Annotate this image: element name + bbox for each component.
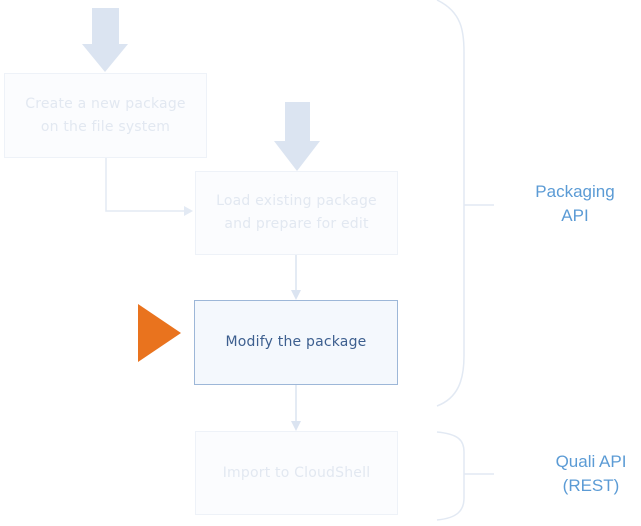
connector-create-to-load xyxy=(105,158,184,212)
step-load-label-line-1: Load existing package xyxy=(216,193,377,209)
quali-api-brace xyxy=(436,431,465,521)
connector-load-to-modify-head xyxy=(291,290,301,300)
step-load-label-line-2: and prepare for edit xyxy=(224,216,369,232)
step-create-label-line-2: on the file system xyxy=(40,118,171,135)
connector-modify-to-import-head xyxy=(291,421,301,431)
packaging-api-label: Packaging API xyxy=(525,180,625,228)
step-modify-label: Modify the package xyxy=(225,334,367,350)
current-step-pointer-icon xyxy=(138,304,181,362)
packaging-api-brace xyxy=(436,0,465,407)
step-modify-box: Modify the package xyxy=(194,300,398,385)
connector-create-to-load-head xyxy=(184,206,193,216)
packaging-api-label-line-1: Packaging xyxy=(535,182,615,201)
step-load-box: Load existing package and prepare for ed… xyxy=(195,171,398,255)
entry-arrow-load-icon xyxy=(274,102,320,171)
entry-arrow-create-icon xyxy=(82,8,128,72)
step-create-box: Create a new package on the file system xyxy=(4,73,207,158)
packaging-api-label-line-2: API xyxy=(561,206,589,225)
quali-api-label-line-2: (REST) xyxy=(562,476,620,495)
step-import-label: Import to CloudShell xyxy=(222,464,371,481)
step-import-box: Import to CloudShell xyxy=(195,431,398,515)
quali-api-label: Quali API (REST) xyxy=(541,450,641,498)
quali-api-label-line-1: Quali API xyxy=(555,452,627,471)
step-create-label-line-1: Create a new package xyxy=(25,95,186,112)
